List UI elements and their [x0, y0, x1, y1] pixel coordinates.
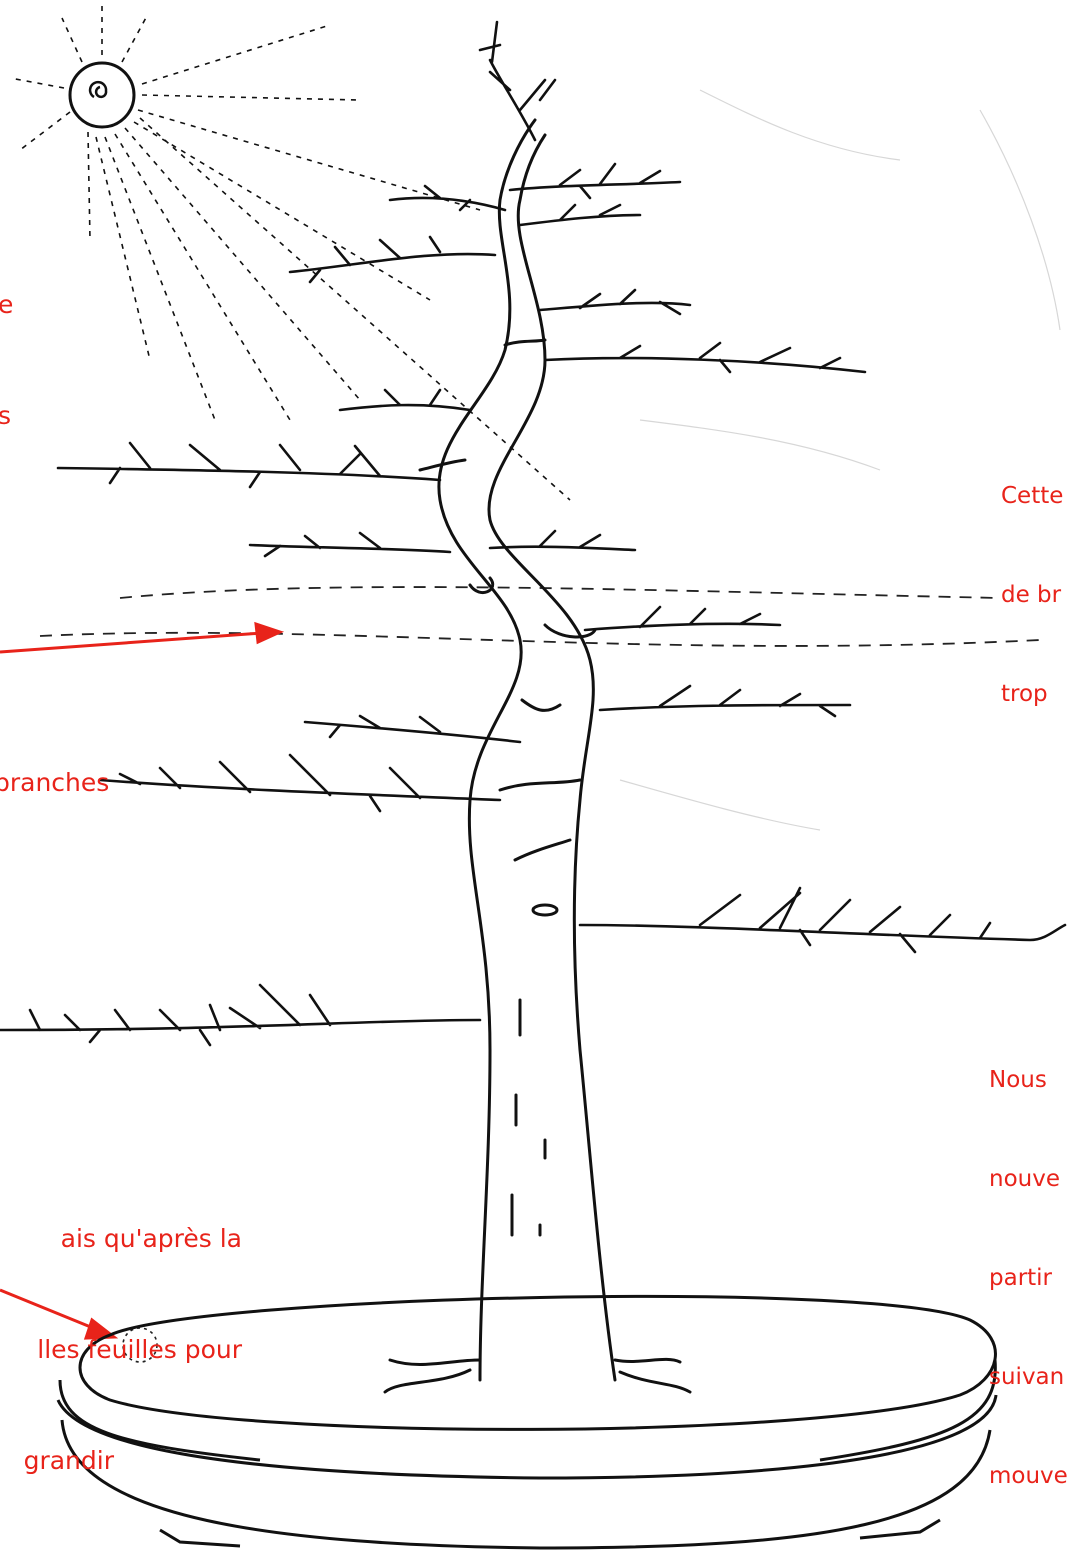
annotation-right-bottom: Nous nouve partir suivan mouve: [989, 998, 1068, 1526]
trunk: [385, 120, 690, 1392]
annotation-right-top: Cette de br trop: [1001, 414, 1063, 744]
annotation-bottom-left: ais qu'après la lles feuilles pour grand…: [6, 1146, 242, 1516]
annotation-branches: branches: [0, 690, 109, 838]
sun-icon: [10, 5, 570, 500]
background-texture: [620, 90, 1060, 830]
branches: [0, 22, 1065, 1045]
annotation-top-left: e s: [0, 212, 14, 471]
